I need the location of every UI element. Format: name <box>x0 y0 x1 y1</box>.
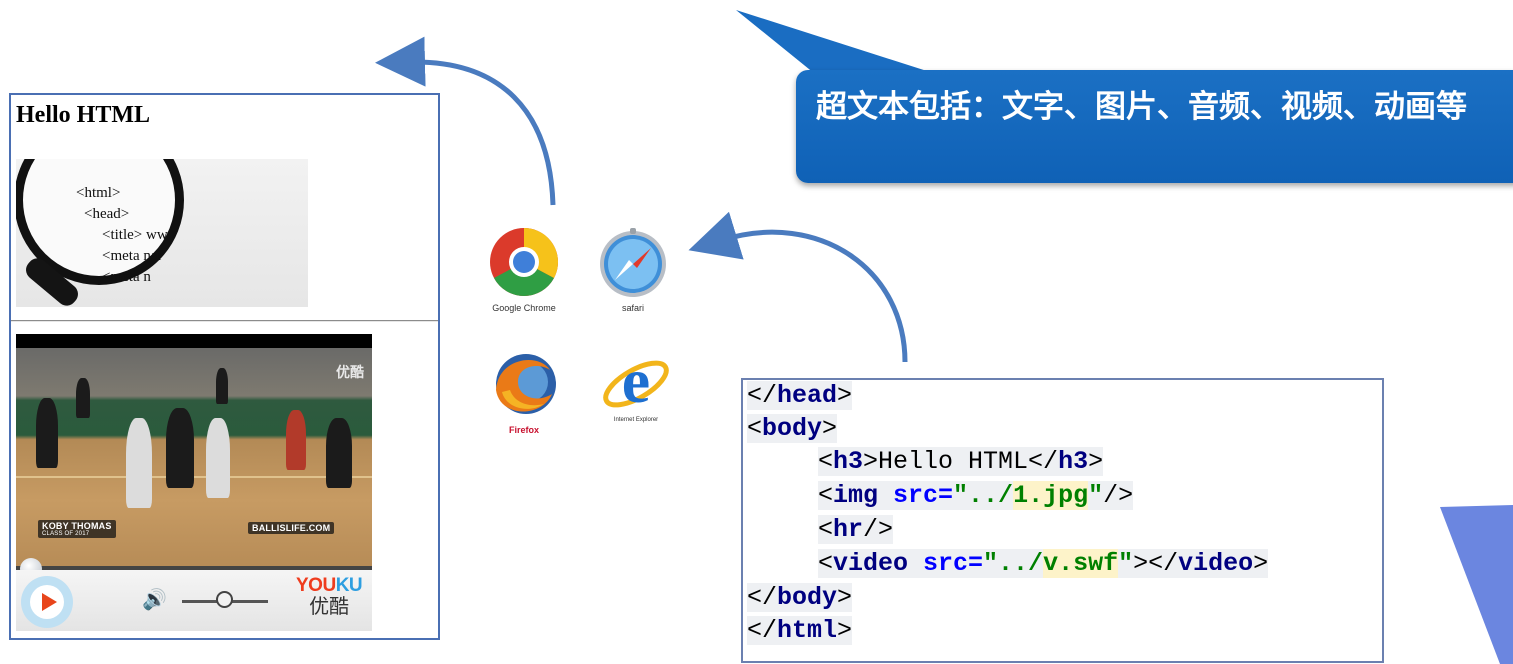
safari-label: safari <box>621 303 644 313</box>
video-watermark: 优酷 <box>336 364 364 380</box>
decorative-triangle <box>1440 505 1513 664</box>
code-line-4: <img src="../1.jpg"/> <box>818 481 1134 510</box>
browser-safari: safari <box>593 226 673 313</box>
code-line-6: <video src="../v.swf"></video> <box>818 549 1269 578</box>
play-icon <box>41 593 57 611</box>
video-frame: 优酷 KOBY THOMAS CLASS OF 2017 BALLISLIFE.… <box>16 348 372 566</box>
code-line-1: </head> <box>747 381 853 410</box>
magnified-code-text: <html> <head> <title> ww <meta nar <meta… <box>76 185 168 285</box>
firefox-icon <box>488 348 560 420</box>
code-line-7: </body> <box>747 583 853 612</box>
preview-divider <box>11 320 438 322</box>
firefox-label: Firefox <box>508 425 539 435</box>
code-line-8: </html> <box>747 616 853 645</box>
preview-image: <html> <head> <title> ww <meta nar <meta… <box>16 159 308 307</box>
youku-logo: YOUKU 优酷 <box>296 575 363 618</box>
player-name-tag: KOBY THOMAS CLASS OF 2017 <box>38 520 116 538</box>
code-line-2: <body> <box>747 414 838 443</box>
volume-icon[interactable]: 🔊 <box>142 589 167 611</box>
code-line-3: <h3>Hello HTML</h3> <box>818 447 1104 476</box>
chrome-label: Google Chrome <box>492 303 556 313</box>
callout-text: 超文本包括：文字、图片、音频、视频、动画等 <box>816 89 1467 125</box>
play-button[interactable] <box>21 576 73 628</box>
arrow-code-to-browser <box>688 211 908 363</box>
ie-icon: e <box>600 340 672 416</box>
browser-chrome: Google Chrome <box>481 226 567 313</box>
site-tag: BALLISLIFE.COM <box>248 522 335 534</box>
browser-ie: e Internet Explorer <box>596 340 676 423</box>
browser-firefox: Firefox <box>481 348 567 435</box>
video-controls: 🔊 YOUKU 优酷 <box>16 570 372 631</box>
svg-text:e: e <box>622 345 650 416</box>
safari-icon <box>597 226 669 298</box>
callout-pointer <box>736 10 930 78</box>
video-player[interactable]: 优酷 KOBY THOMAS CLASS OF 2017 BALLISLIFE.… <box>16 334 372 631</box>
arrow-browser-to-page <box>375 36 556 206</box>
volume-knob[interactable] <box>216 591 233 608</box>
html-code-snippet: </head> <body> <h3>Hello HTML</h3> <img … <box>741 378 1384 663</box>
preview-heading: Hello HTML <box>16 102 150 128</box>
ie-label: Internet Explorer <box>613 417 659 423</box>
rendered-page-preview: Hello HTML <html> <head> <title> ww <met… <box>9 93 440 640</box>
code-line-5: <hr/> <box>818 515 894 544</box>
hypertext-callout: 超文本包括：文字、图片、音频、视频、动画等 <box>796 70 1513 183</box>
chrome-icon <box>488 226 560 298</box>
